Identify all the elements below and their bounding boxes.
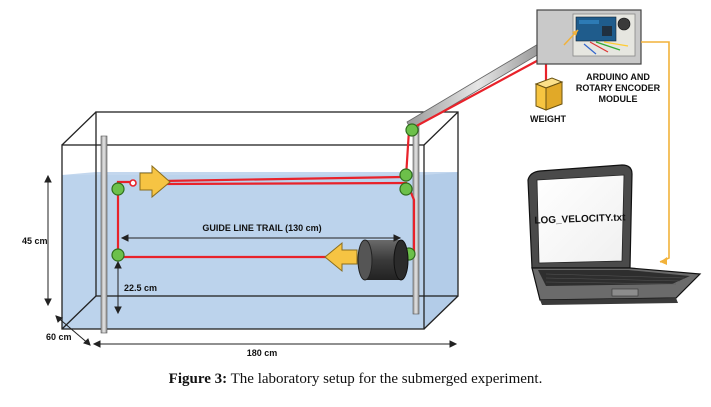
laptop	[527, 164, 702, 305]
water-surface	[62, 172, 458, 175]
weight-block	[534, 77, 564, 111]
caption-prefix: Figure 3:	[168, 371, 228, 387]
pulley-left-bottom	[111, 248, 125, 262]
offset-dimension	[114, 260, 122, 315]
depth-label: 45 cm	[22, 236, 48, 246]
log-file-label: LOG_VELOCITY.txt	[534, 212, 626, 226]
width-dimension	[55, 315, 91, 346]
direction-arrow-right	[139, 164, 171, 199]
water-front	[62, 175, 424, 329]
pulley-left-top	[111, 182, 125, 196]
module-label-line1: ARDUINO AND	[586, 72, 650, 82]
depth-dimension	[44, 174, 52, 307]
caption-text: The laboratory setup for the submerged e…	[227, 371, 543, 387]
tank-back-edge	[95, 111, 459, 297]
direction-arrow-left	[324, 241, 358, 273]
offset-label: 22.5 cm	[124, 283, 157, 293]
trail-dimension	[120, 234, 402, 242]
pulley-boom-base	[405, 123, 419, 137]
module-label-line3: MODULE	[599, 94, 638, 104]
towed-cylinder	[357, 239, 409, 281]
width-label: 60 cm	[46, 332, 72, 342]
inclined-boom	[406, 39, 550, 131]
length-dimension	[92, 340, 458, 348]
pulley-right-middle	[399, 182, 413, 196]
weight-label: WEIGHT	[530, 114, 566, 124]
figure-caption: Figure 3: The laboratory setup for the s…	[0, 371, 711, 388]
pulley-right-upper	[399, 168, 413, 182]
arduino-module	[536, 9, 642, 65]
water-side	[424, 172, 458, 329]
water-tank	[61, 111, 459, 330]
module-label-line2: ROTARY ENCODER	[576, 83, 661, 93]
left-post	[100, 135, 108, 334]
trail-label: GUIDE LINE TRAIL (130 cm)	[202, 223, 321, 233]
tank-front-edge	[61, 144, 425, 330]
length-label: 180 cm	[247, 348, 278, 358]
line-anchor	[129, 179, 137, 187]
